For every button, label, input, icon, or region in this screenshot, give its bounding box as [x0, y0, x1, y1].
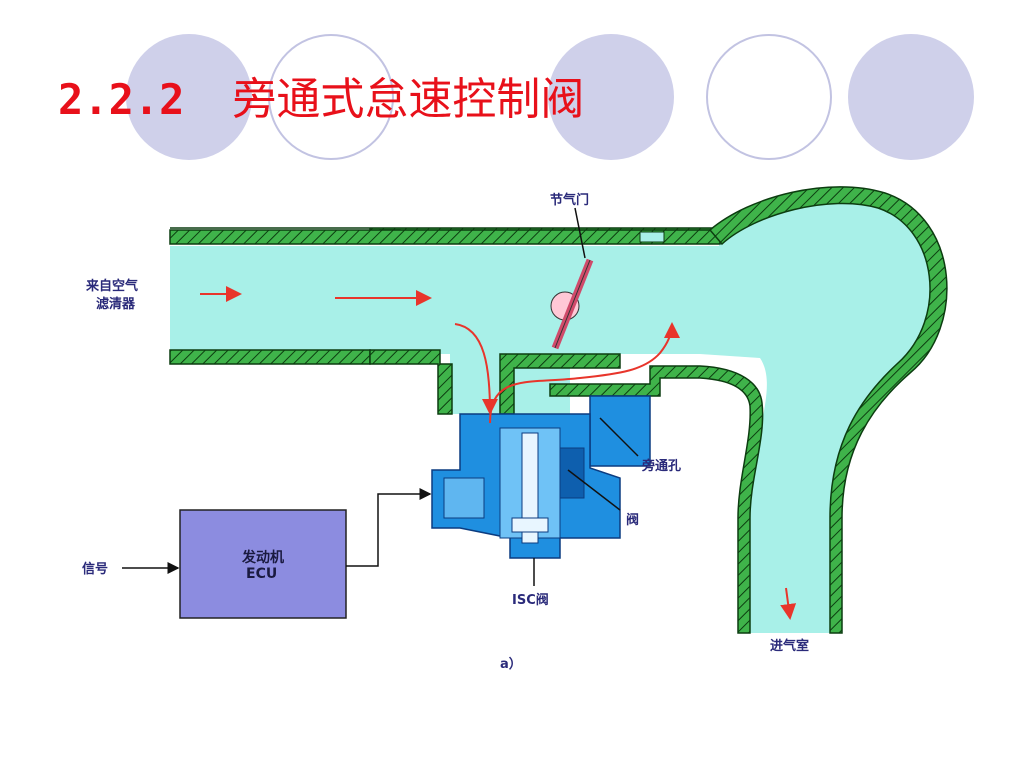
ecu-label-line2: ECU	[246, 566, 277, 582]
label-signal: 信号	[82, 561, 108, 577]
ecu-label-line1: 发动机	[241, 549, 284, 566]
decor-circle-3	[548, 34, 674, 160]
label-air-from-filter-2: 滤清器	[96, 296, 136, 312]
decor-circle-4	[706, 34, 832, 160]
pipe-wall-lower	[169, 349, 764, 634]
slide-title: 2.2.2 旁通式怠速控制阀	[58, 72, 584, 128]
label-throttle: 节气门	[550, 192, 589, 208]
bypass-channel	[589, 395, 651, 467]
label-air-from-filter-1: 来自空气	[85, 278, 138, 294]
airflow-arrows	[200, 286, 797, 620]
label-valve: 阀	[626, 512, 639, 528]
throttle-plate	[550, 258, 594, 350]
decor-circle-5	[848, 34, 974, 160]
section-number: 2.2.2	[58, 75, 185, 124]
bypass-isc-valve-diagram: 来自空气 滤清器 节气门 旁通孔 阀 ISC阀 进气室 信号 发动机 ECU a…	[82, 186, 948, 672]
air-passage	[170, 197, 932, 633]
decor-circle-1	[126, 34, 252, 160]
figure-caption: a）	[500, 656, 522, 672]
pipe-wall-upper	[169, 186, 948, 634]
connector-lines	[122, 207, 639, 586]
label-isc-valve: ISC阀	[512, 592, 549, 608]
ecu-box	[179, 509, 347, 619]
label-intake-chamber: 进气室	[770, 638, 809, 654]
title-text: 旁通式怠速控制阀	[232, 74, 585, 125]
label-bypass-hole: 旁通孔	[641, 458, 681, 474]
isc-valve-body	[431, 413, 621, 559]
decor-circle-2	[268, 34, 394, 160]
